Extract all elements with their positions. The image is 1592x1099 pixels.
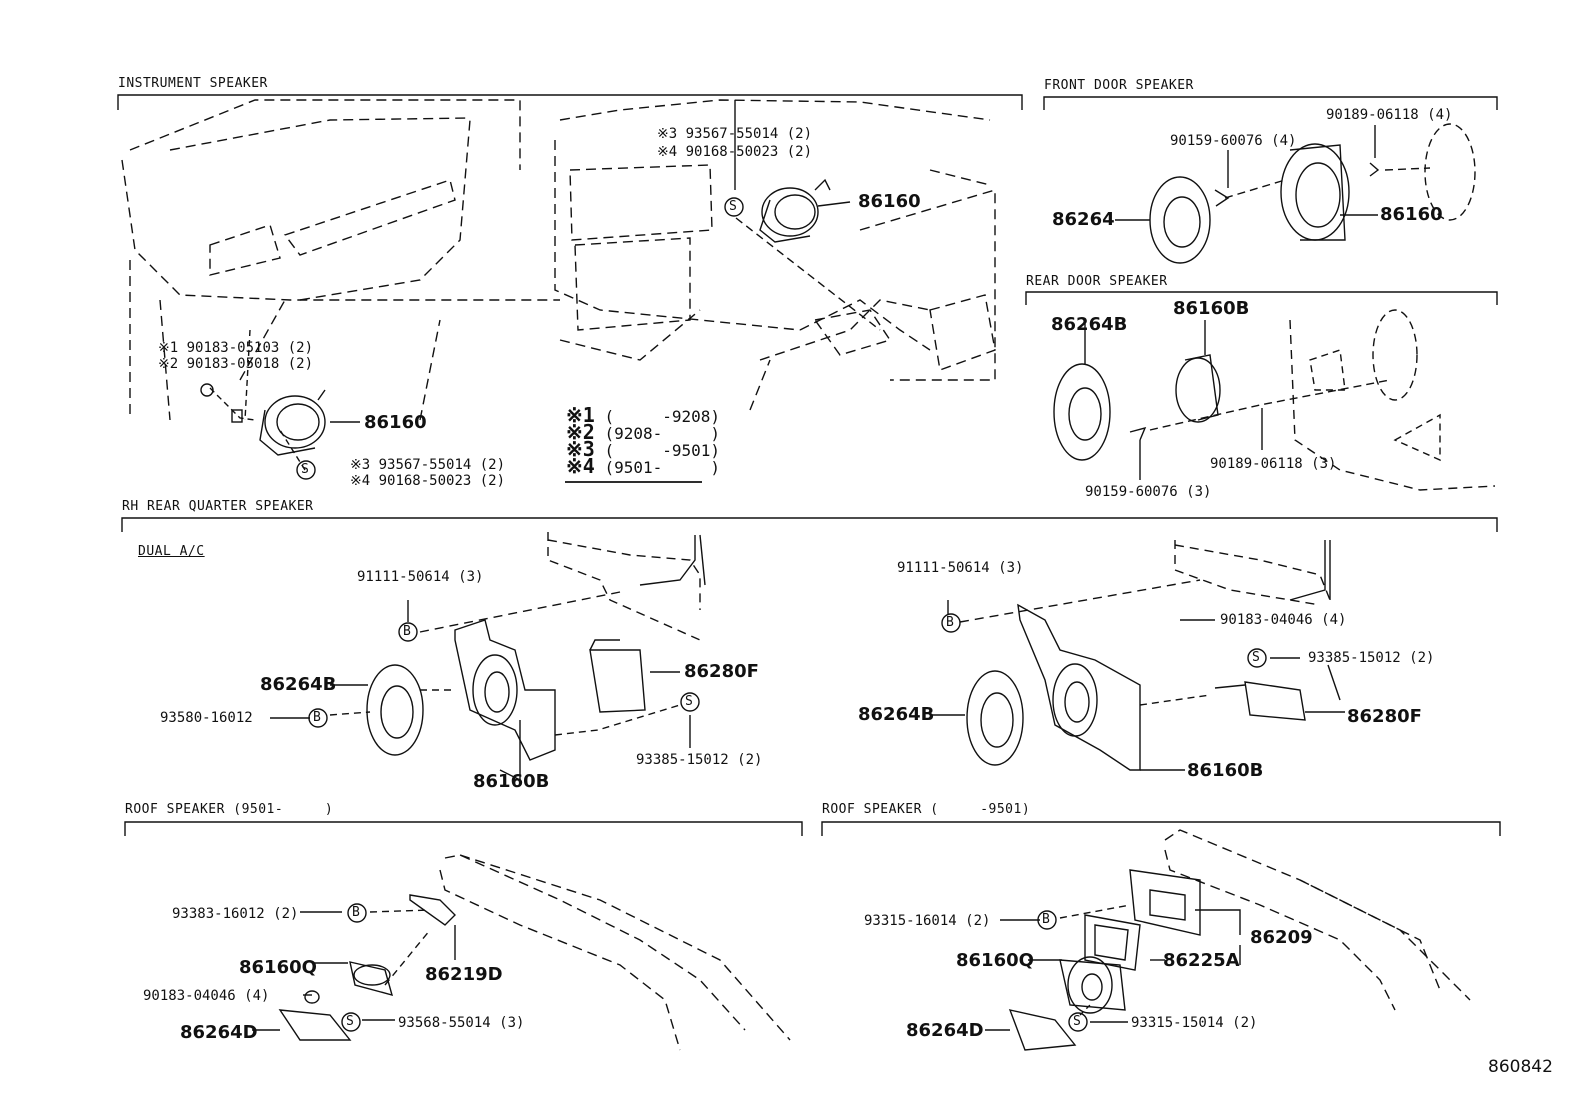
quarter-right-drawing [930, 540, 1345, 771]
part-number: 86219D [425, 964, 503, 985]
bolt-symbol: B [352, 905, 360, 920]
subheading-dual-ac: DUAL A/C [138, 544, 205, 559]
heading-instrument-speaker: INSTRUMENT SPEAKER [118, 76, 268, 91]
part-label: 93315-15014 (2) [1131, 1015, 1258, 1031]
frame-instrument [117, 94, 1023, 110]
part-label: 91111-50614 (3) [357, 569, 484, 585]
screw-symbol: S [729, 199, 737, 214]
screw-symbol: S [346, 1014, 354, 1029]
screw-symbol: S [1073, 1014, 1081, 1029]
part-number: 86264B [858, 704, 935, 725]
drawing-number: 860842 [1488, 1057, 1553, 1077]
part-number: 86264D [180, 1022, 258, 1043]
part-label: 93315-16014 (2) [864, 913, 991, 929]
part-number: 86280F [684, 661, 759, 682]
part-label: 91111-50614 (3) [897, 560, 1024, 576]
part-label: 93568-55014 (3) [398, 1015, 525, 1031]
part-number: 86160Q [239, 957, 317, 978]
screw-symbol: S [301, 462, 309, 477]
part-number: 86264B [260, 674, 337, 695]
part-number: 86264 [1052, 209, 1115, 230]
legend-row: ※3 ( -9501) [566, 437, 721, 461]
symbol-circles [296, 197, 1267, 1032]
heading-roof-speaker-to-9501: ROOF SPEAKER ( -9501) [822, 802, 1031, 817]
part-label: ※3 93567-55014 (2) [657, 126, 813, 142]
instrument-speaker-right-drawing [759, 178, 851, 243]
part-label: 93385-15012 (2) [636, 752, 763, 768]
part-number: 86160 [1380, 204, 1443, 225]
part-number: 86264D [906, 1020, 984, 1041]
part-label: 90159-60076 (3) [1085, 484, 1212, 500]
part-number: 86160B [473, 771, 550, 792]
frame-quarter [121, 517, 1498, 532]
legend-row: ※4 (9501- ) [566, 454, 721, 478]
part-label: 90159-60076 (4) [1170, 133, 1297, 149]
part-label: 93580-16012 [160, 710, 253, 726]
part-number: 86160 [858, 191, 921, 212]
part-label: ※4 90168-50023 (2) [657, 144, 813, 160]
part-number: 86160Q [956, 950, 1034, 971]
part-number: 86280F [1347, 706, 1422, 727]
part-label: 90189-06118 (4) [1326, 107, 1453, 123]
part-label: 90189-06118 (3) [1210, 456, 1337, 472]
part-label: ※3 93567-55014 (2) [350, 457, 506, 473]
bolt-symbol: B [313, 710, 321, 725]
part-number: 86225A [1163, 950, 1240, 971]
bolt-symbol: B [1042, 912, 1050, 927]
front-door-drawing [1115, 123, 1476, 264]
part-label: 90183-04046 (4) [143, 988, 270, 1004]
legend-row: ※1 ( -9208) [566, 403, 721, 427]
heading-front-door-speaker: FRONT DOOR SPEAKER [1044, 78, 1194, 93]
model-year-legend: ※1 ( -9208) ※2 (9208- ) ※3 ( -9501) ※4 (… [566, 403, 721, 478]
legend-row: ※2 (9208- ) [566, 420, 721, 444]
frame-front-door [1043, 96, 1498, 110]
rear-door-drawing [1053, 309, 1496, 491]
frame-roof-left [124, 821, 803, 836]
frame-rear-door [1025, 291, 1498, 305]
part-number: 86160B [1187, 760, 1264, 781]
roof-right-drawing [985, 829, 1471, 1051]
bolt-symbol: B [946, 615, 954, 630]
part-number: 86264B [1051, 314, 1128, 335]
part-label: ※4 90168-50023 (2) [350, 473, 506, 489]
quarter-left-drawing [270, 532, 706, 782]
heading-rear-door-speaker: REAR DOOR SPEAKER [1026, 274, 1168, 289]
part-label: 93385-15012 (2) [1308, 650, 1435, 666]
bolt-symbol: B [403, 624, 411, 639]
heading-roof-speaker-9501-on: ROOF SPEAKER (9501- ) [125, 802, 334, 817]
heading-rh-rear-quarter-speaker: RH REAR QUARTER SPEAKER [122, 499, 314, 514]
roof-left-drawing [252, 854, 791, 1051]
screw-symbol: S [685, 694, 693, 709]
part-label: ※2 90183-05018 (2) [158, 356, 314, 372]
instrument-speaker-left-drawing [200, 329, 360, 456]
part-label: 93383-16012 (2) [172, 906, 299, 922]
screw-symbol: S [1252, 650, 1260, 665]
part-number: 86209 [1250, 927, 1313, 948]
frame-roof-right [821, 821, 1501, 836]
instrument-panel-outline [121, 99, 996, 421]
part-number: 86160 [364, 412, 427, 433]
part-label: 90183-04046 (4) [1220, 612, 1347, 628]
part-number: 86160B [1173, 298, 1250, 319]
part-label: ※1 90183-05103 (2) [158, 340, 314, 356]
